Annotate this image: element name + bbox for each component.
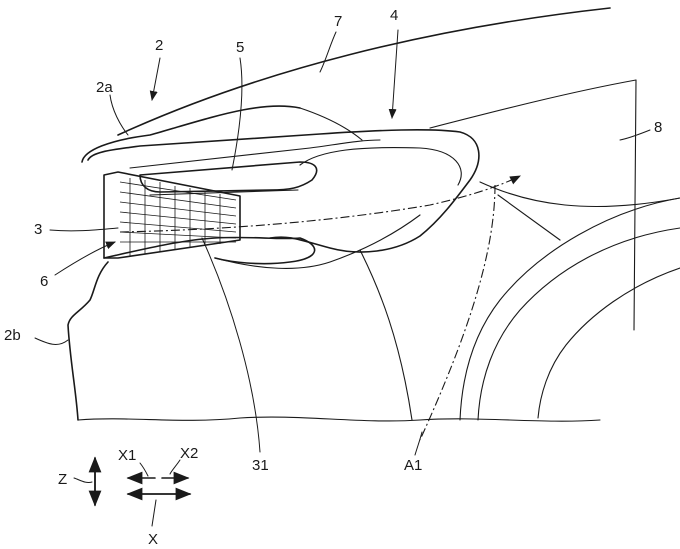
x-leader [151,499,157,527]
x2-leader [169,459,181,475]
leader-31 [201,237,261,453]
leader-3 [49,227,119,232]
leader-8 [619,129,651,141]
bumper-nose-inner [299,107,363,141]
headlamp-inner-curve [299,146,462,186]
bumper-lower-curve [214,214,421,269]
lower-bumper [103,236,316,265]
label-2: 2 [155,37,163,54]
label-3: 3 [34,221,42,238]
headlamp-upper-edge [129,139,381,169]
leader-6 [54,241,116,276]
leader-2a [109,94,129,136]
label-31: 31 [252,457,269,474]
fender-crease [479,181,680,208]
label-x: X [148,531,158,548]
leader-4 [388,29,399,119]
leader-a1 [414,431,423,456]
section-break-line [77,416,601,422]
bumper-body [67,261,109,421]
label-6: 6 [40,273,48,290]
label-4: 4 [390,7,398,24]
leader-2 [149,57,161,101]
x1-leader [139,462,149,477]
leader-5 [231,57,243,171]
axis-a1-down [419,184,496,441]
hood-top-line [117,7,611,136]
leader-2b [34,337,69,345]
label-z: Z [58,471,67,488]
character-line [497,194,561,241]
label-x2: X2 [180,445,198,462]
label-7: 7 [334,13,342,30]
bumper-side-line [359,249,413,421]
label-2b: 2b [4,327,21,344]
label-a1: A1 [404,457,422,474]
label-5: 5 [236,39,244,56]
label-x1: X1 [118,447,136,464]
wheel-arch-outer [459,197,680,421]
hood-lower-line [429,79,637,129]
wheel-arch-mid [477,227,680,421]
z-leader [73,477,93,483]
grille-mesh [119,178,237,256]
leader-7 [319,31,337,73]
wheel-arch-inner [537,267,680,419]
headlamp-shell [87,129,480,253]
airflow-axis-a1 [119,175,521,233]
lamp-lens [139,161,318,193]
label-2a: 2a [96,79,113,96]
label-8: 8 [654,119,662,136]
bumper-nose [81,105,301,163]
